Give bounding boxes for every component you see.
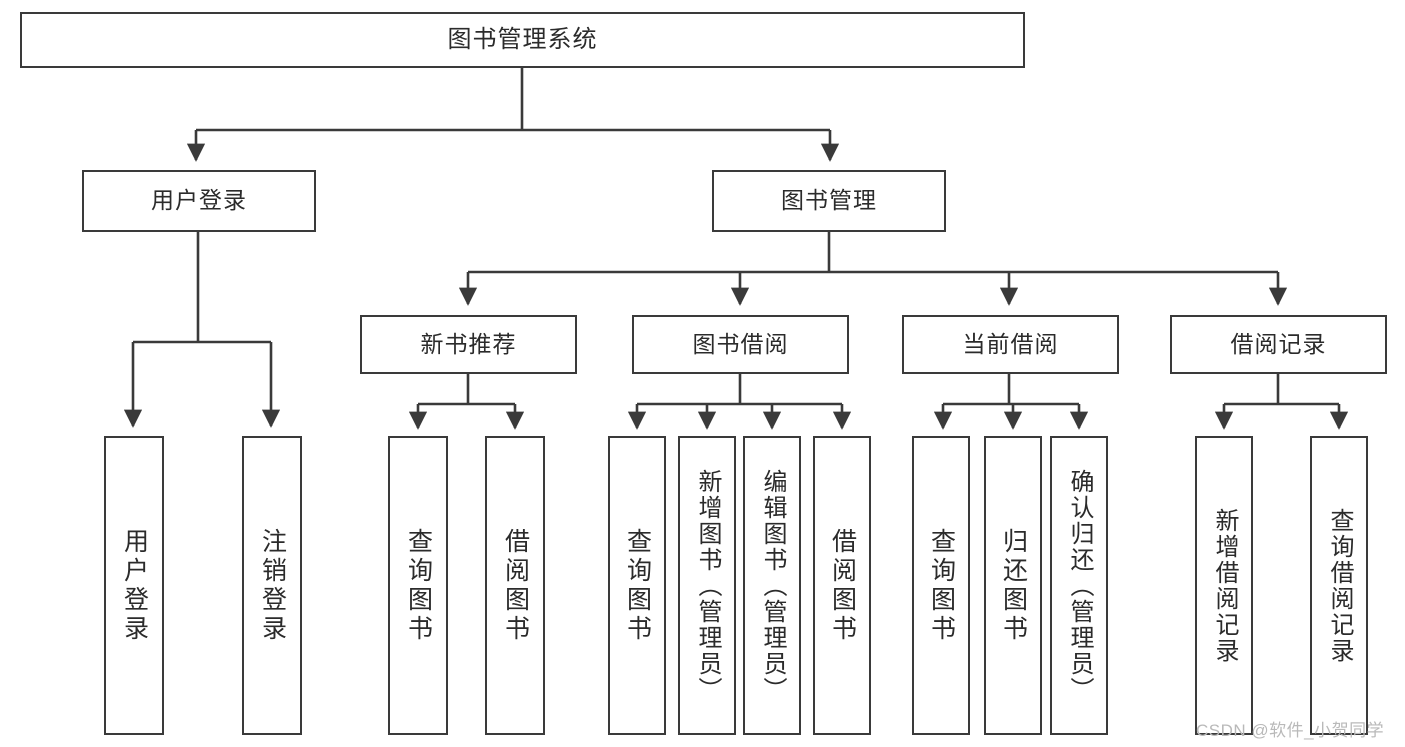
node-label: 确认归还（管理员） — [1066, 468, 1093, 703]
node-label: 图书管理系统 — [447, 25, 598, 53]
leaf-current-borrow-return[interactable]: 归还图书 — [984, 436, 1042, 735]
node-label: 借阅图书 — [828, 527, 857, 644]
node-current-borrow[interactable]: 当前借阅 — [902, 315, 1119, 374]
node-label: 用户登录 — [151, 187, 247, 214]
node-label: 当前借阅 — [962, 330, 1059, 357]
leaf-current-borrow-query[interactable]: 查询图书 — [912, 436, 970, 735]
node-new-book-recommend[interactable]: 新书推荐 — [360, 315, 577, 374]
node-user-login[interactable]: 用户登录 — [82, 170, 316, 232]
node-label: 查询图书 — [404, 527, 433, 644]
leaf-user-login-signout[interactable]: 注销登录 — [242, 436, 302, 735]
csdn-watermark: CSDN @软件_小贺同学 — [1196, 721, 1385, 740]
node-label: 用户登录 — [120, 527, 149, 644]
node-label: 图书借阅 — [692, 330, 789, 357]
leaf-borrow-record-query[interactable]: 查询借阅记录 — [1310, 436, 1368, 735]
leaf-book-borrow-query[interactable]: 查询图书 — [608, 436, 666, 735]
node-label: 编辑图书（管理员） — [759, 468, 786, 703]
node-label: 图书管理 — [781, 187, 877, 214]
leaf-book-borrow-lend[interactable]: 借阅图书 — [813, 436, 871, 735]
node-label: 借阅记录 — [1230, 330, 1327, 357]
node-root-library-system[interactable]: 图书管理系统 — [20, 12, 1025, 68]
leaf-new-book-query[interactable]: 查询图书 — [388, 436, 448, 735]
node-label: 归还图书 — [999, 527, 1028, 644]
node-label: 查询图书 — [623, 527, 652, 644]
node-book-management[interactable]: 图书管理 — [712, 170, 946, 232]
node-label: 新书推荐 — [420, 330, 517, 357]
node-label: 注销登录 — [258, 527, 287, 644]
leaf-user-login-signin[interactable]: 用户登录 — [104, 436, 164, 735]
node-label: 查询图书 — [927, 527, 956, 644]
node-label: 新增借阅记录 — [1211, 507, 1238, 664]
node-label: 新增图书（管理员） — [694, 468, 721, 703]
node-label: 借阅图书 — [501, 527, 530, 644]
node-book-borrow[interactable]: 图书借阅 — [632, 315, 849, 374]
leaf-current-borrow-confirm-return[interactable]: 确认归还（管理员） — [1050, 436, 1108, 735]
leaf-new-book-borrow[interactable]: 借阅图书 — [485, 436, 545, 735]
node-label: 查询借阅记录 — [1326, 507, 1353, 664]
node-borrow-record[interactable]: 借阅记录 — [1170, 315, 1387, 374]
leaf-book-borrow-edit[interactable]: 编辑图书（管理员） — [743, 436, 801, 735]
leaf-book-borrow-add[interactable]: 新增图书（管理员） — [678, 436, 736, 735]
leaf-borrow-record-add[interactable]: 新增借阅记录 — [1195, 436, 1253, 735]
